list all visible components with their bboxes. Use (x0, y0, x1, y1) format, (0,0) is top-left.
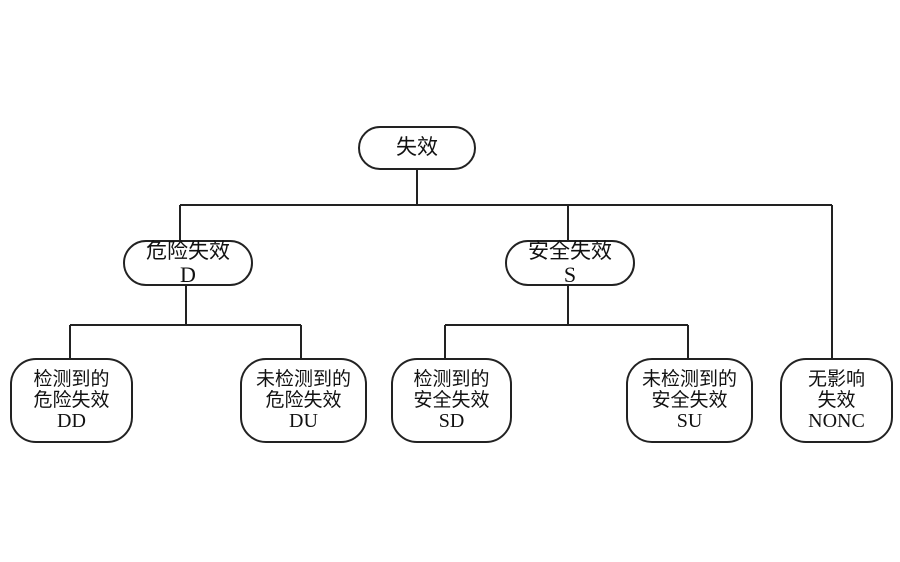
node-nonc-code: NONC (808, 410, 865, 433)
node-dd-label-line2: 危险失效 (33, 389, 110, 411)
node-undetected-dangerous-failure[interactable]: 未检测到的 危险失效 DU (240, 358, 367, 443)
node-failure[interactable]: 失效 (358, 126, 476, 170)
node-nonc-label-line2: 失效 (817, 389, 856, 411)
node-safe-failure-code: S (563, 262, 577, 288)
node-du-label-line2: 危险失效 (265, 389, 342, 411)
node-su-label-line1: 未检测到的 (641, 367, 737, 390)
node-dd-code: DD (57, 410, 86, 433)
node-failure-label: 失效 (396, 135, 438, 160)
node-detected-safe-failure[interactable]: 检测到的 安全失效 SD (391, 358, 512, 443)
node-undetected-safe-failure[interactable]: 未检测到的 安全失效 SU (626, 358, 753, 443)
node-detected-dangerous-failure[interactable]: 检测到的 危险失效 DD (10, 358, 133, 443)
node-nonc-label-line1: 无影响 (807, 367, 865, 390)
node-su-code: SU (676, 410, 703, 433)
node-du-code: DU (289, 410, 318, 433)
node-safe-failure[interactable]: 安全失效 S (505, 238, 635, 288)
node-su-label-line2: 安全失效 (651, 389, 728, 411)
node-sd-label-line2: 安全失效 (413, 389, 490, 411)
node-no-effect-failure[interactable]: 无影响 失效 NONC (780, 358, 893, 443)
node-dangerous-failure[interactable]: 危险失效 D (123, 238, 253, 288)
node-sd-code: SD (438, 410, 465, 433)
node-safe-failure-label: 安全失效 (528, 238, 612, 263)
node-sd-label-line1: 检测到的 (413, 367, 490, 390)
node-dangerous-failure-label: 危险失效 (146, 238, 230, 263)
node-du-label-line1: 未检测到的 (255, 367, 351, 390)
node-dangerous-failure-code: D (180, 262, 196, 288)
node-dd-label-line1: 检测到的 (33, 367, 110, 390)
